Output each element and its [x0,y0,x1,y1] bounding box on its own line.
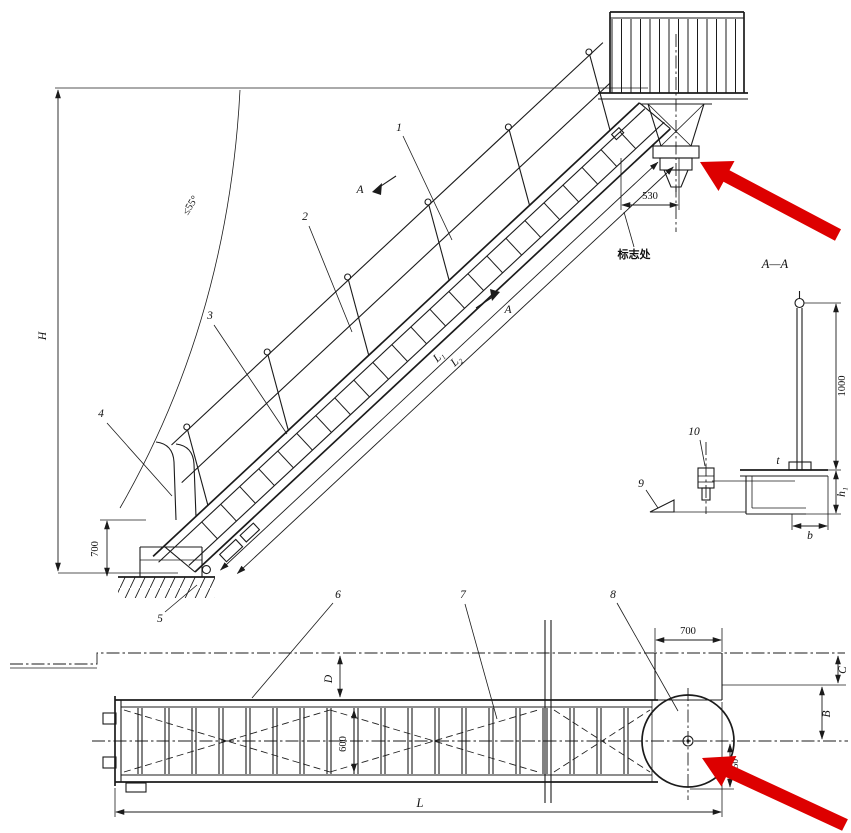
part-label-5: 5 [157,613,163,625]
bottom-roller [218,538,244,563]
ladder-railing [155,42,611,521]
elevation-part-labels: 1 2 3 4 5 [98,122,453,625]
ladder-truss: L₁ L₂ [152,102,674,575]
stanchion-base-plate [788,461,812,471]
width-dim-label: 600 [338,736,349,752]
section-title: A—A [761,257,789,271]
bottom-height-dim-label: 700 [90,541,101,557]
left-roller [102,756,117,769]
mark-annotation: 标志处 [610,126,652,261]
left-roller [102,712,117,725]
tip-wheel [201,565,211,575]
red-annotation-arrows [700,161,848,831]
length-dimensions: L₁ L₂ [220,161,674,574]
h-dim-label: h₁ [836,487,848,497]
top-width-dimension: 530 [620,158,680,210]
part-label-2: 2 [302,211,308,223]
part-label-4: 4 [98,408,104,420]
height-dim-label: H [37,331,49,341]
part-label-1: 1 [396,122,402,134]
c-dim-label: C [837,666,849,674]
section-letter-lower: A [503,304,512,316]
plan-view: 700 D 600 C B 250 L 6 7 8 [10,589,849,817]
stanchion-height-dim-label: 1000 [837,376,848,397]
angle-limit-label: ≤55° [181,194,201,217]
length-dim-label: L [416,796,424,810]
part-label-6: 6 [335,589,341,601]
top-rail [171,42,604,446]
red-arrow-icon-bottom [702,756,848,831]
plan-rungs [136,708,648,774]
ground-hatch [118,577,215,598]
quay-edge-line [10,652,845,665]
top-width-dim-label: 530 [642,191,658,202]
mid-rail [181,82,611,484]
curved-stanchion [155,441,177,521]
section-stanchion [788,291,812,471]
suspension-pedestal [640,103,712,192]
platform-width-dim-label: 700 [680,626,696,637]
turntable [641,653,735,800]
offset-d-dim-label: D [323,674,335,684]
section-arrow-icon [490,289,500,301]
platform-railing-panel [611,19,743,93]
thickness-label: t [776,455,780,467]
part-label-3: 3 [206,310,213,322]
frame-foot [125,782,147,793]
plan-part-labels: 6 7 8 [251,589,679,720]
radius-dim-label: 250 [731,759,741,774]
height-dimension: H [37,87,648,574]
plan-dimensions: 700 D 600 C B 250 L [114,626,849,817]
section-letter-upper: A [355,184,364,196]
plan-ladder-frame [102,620,658,803]
mark-label: 标志处 [617,247,652,261]
lower-platform: 700 [90,519,215,598]
section-view: A—A t 10 [638,257,848,542]
part-label-10: 10 [688,426,700,438]
part-label-8: 8 [610,589,616,601]
section-arrow-icon [372,183,382,195]
ladder-treads [184,120,648,556]
curved-stanchion [175,443,197,518]
section-cut-arrows: A A [355,175,512,316]
b-offset-dim-label: B [821,710,833,717]
mark-point [610,126,625,141]
part-label-9: 9 [638,478,644,490]
upper-platform: 530 标志处 [598,11,748,261]
section-dimensions: 1000 h₁ b [791,302,848,542]
elevation-view: H ≤55° L₁ L₂ [37,11,748,625]
part-label-7: 7 [460,589,467,601]
bottom-roller [239,522,261,543]
wedge-detail: 9 [638,478,675,513]
clamp-detail: 10 [688,426,715,514]
red-arrow-icon-top [700,161,841,241]
b-dim-label: b [807,530,813,542]
